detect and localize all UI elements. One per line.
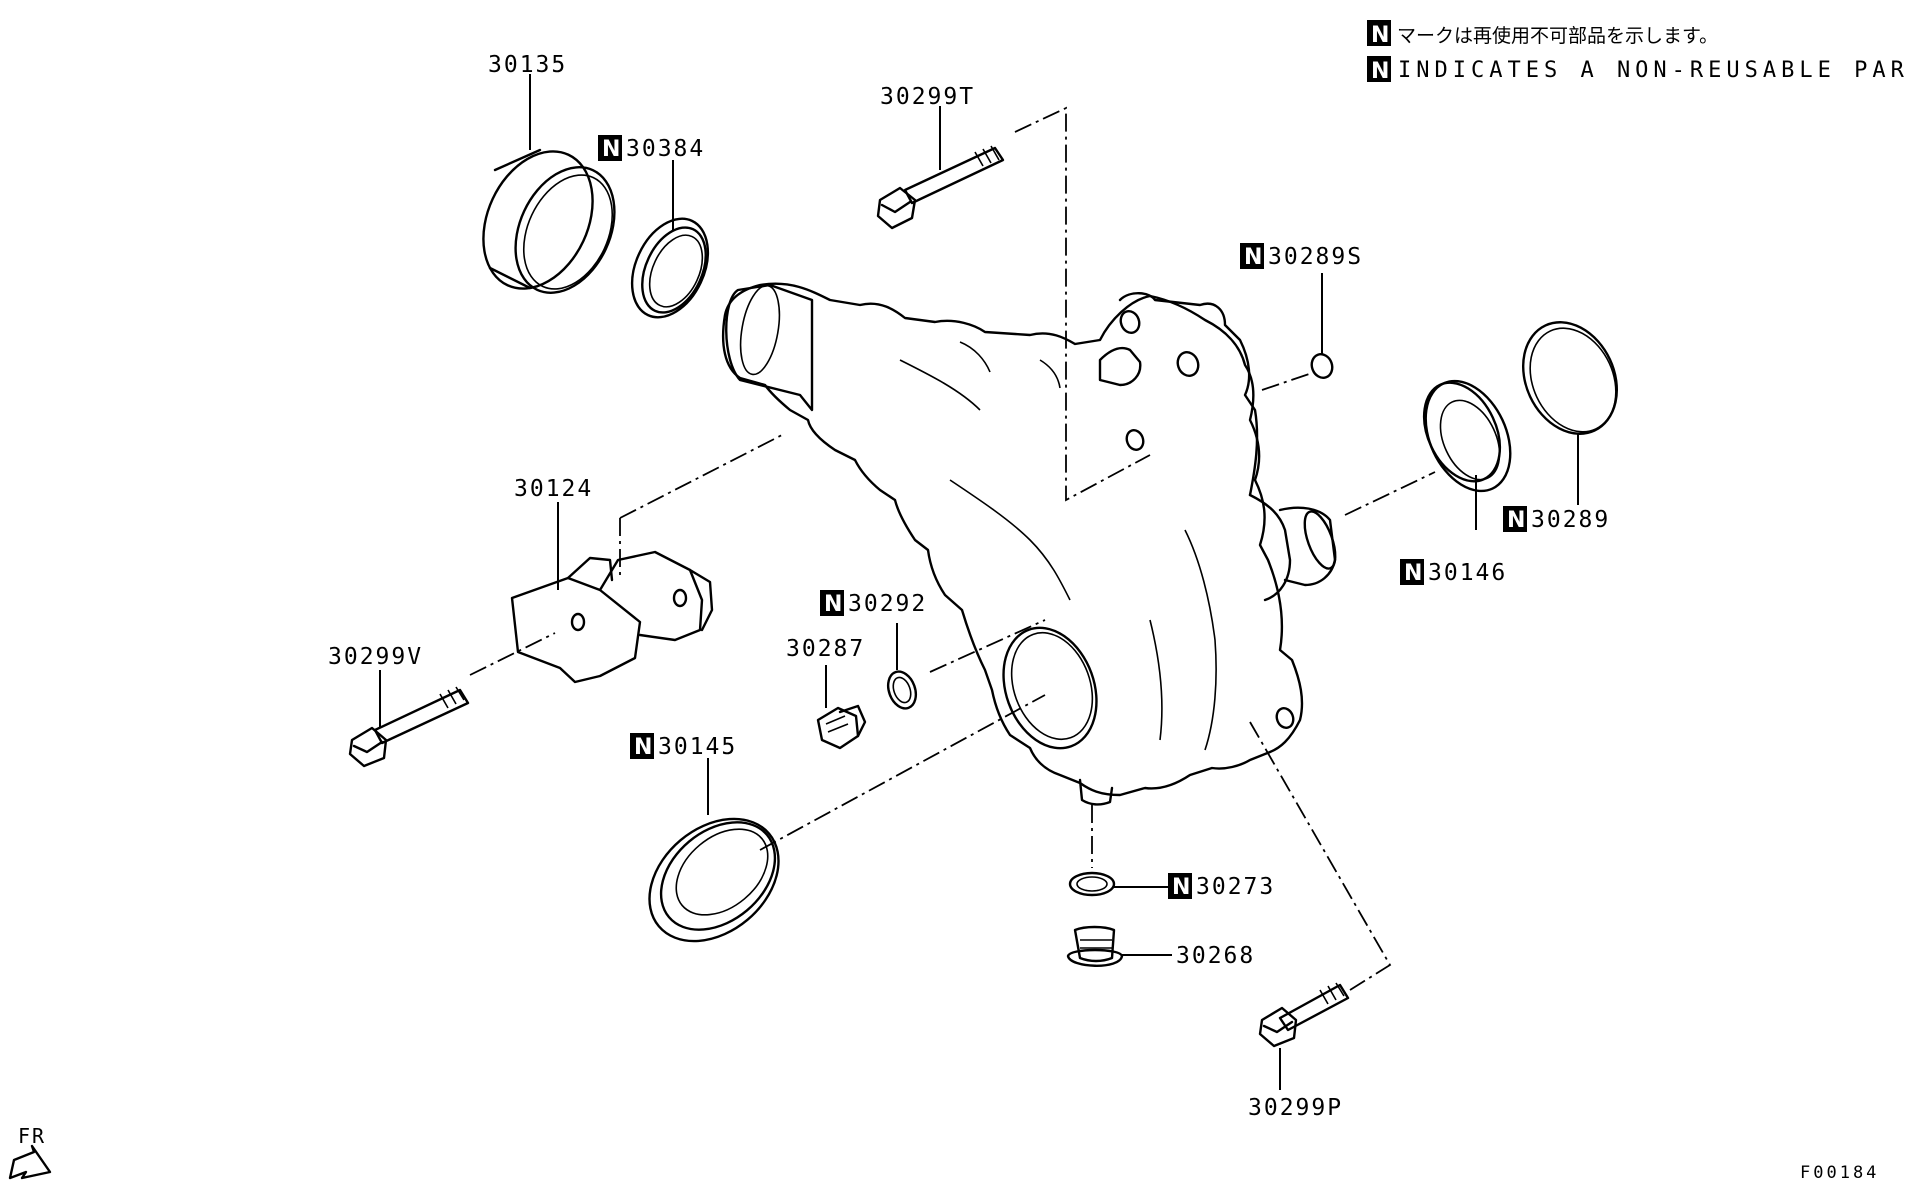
n-mark-30273 [1168, 873, 1192, 899]
part-30124-bracket [510, 550, 714, 684]
part-labels: 30135 N 30384 30299T N 30289S 30124 3029… [328, 52, 1610, 1121]
part-30145-seal [648, 817, 780, 943]
part-30292-gasket [886, 670, 918, 710]
figure-code: F00184 [1800, 1163, 1879, 1183]
label-30289: 30289 [1531, 507, 1610, 533]
part-30273-gasket [1068, 871, 1116, 897]
label-30146: 30146 [1428, 560, 1507, 586]
leader-lines [379, 74, 1579, 1090]
part-30289S-o-ring [1310, 353, 1334, 379]
transfer-housing [721, 282, 1337, 806]
part-30299V-bolt [348, 686, 470, 768]
n-mark-30289 [1503, 506, 1527, 532]
label-30287: 30287 [786, 636, 865, 662]
n-mark-30289S [1240, 243, 1264, 269]
legend-n-letter-2: N [1371, 59, 1389, 84]
n-letter-30146: N [1404, 561, 1422, 586]
part-30146-seal [1422, 379, 1512, 493]
label-30299V: 30299V [328, 644, 423, 670]
label-30299P: 30299P [1248, 1095, 1343, 1121]
part-30384-seal [630, 217, 710, 319]
label-30124: 30124 [514, 476, 593, 502]
part-30289-o-ring [1521, 321, 1619, 435]
part-30287-plug [816, 704, 867, 750]
n-mark-30145 [630, 733, 654, 759]
n-letter-30292: N [824, 592, 842, 617]
legend-japanese-text: マークは再使用不可部品を示します。 [1397, 25, 1718, 47]
part-30299P-bolt [1258, 982, 1350, 1048]
legend-n-letter-1: N [1371, 23, 1389, 48]
label-30289S: 30289S [1268, 244, 1363, 270]
label-30135: 30135 [488, 52, 567, 78]
label-30145: 30145 [658, 734, 737, 760]
label-30384: 30384 [626, 136, 705, 162]
legend-n-mark-1 [1367, 20, 1391, 46]
label-30292: 30292 [848, 591, 927, 617]
legend-english-text: INDICATES A NON-REUSABLE PART. [1398, 58, 1907, 83]
label-30299T: 30299T [880, 84, 975, 110]
part-30268-plug [1066, 925, 1124, 967]
n-mark-30146 [1400, 559, 1424, 585]
front-direction-indicator: FR [8, 1124, 52, 1180]
n-letter-30273: N [1172, 875, 1190, 900]
direction-label: FR [18, 1124, 46, 1148]
n-mark-30292 [820, 590, 844, 616]
legend: N マークは再使用不可部品を示します。 N INDICATES A NON-RE… [1367, 20, 1907, 84]
n-letter-30289: N [1507, 508, 1525, 533]
label-30268: 30268 [1176, 943, 1255, 969]
part-30135-sleeve [482, 148, 616, 294]
legend-n-mark-2 [1367, 56, 1391, 82]
part-30299T-bolt [876, 145, 1005, 230]
n-mark-30384 [598, 135, 622, 161]
n-letter-30384: N [602, 137, 620, 162]
assembly-lines [469, 106, 1436, 991]
label-30273: 30273 [1196, 874, 1275, 900]
n-letter-30289S: N [1244, 245, 1262, 270]
direction-arrow-icon [8, 1144, 52, 1180]
n-letter-30145: N [634, 735, 652, 760]
